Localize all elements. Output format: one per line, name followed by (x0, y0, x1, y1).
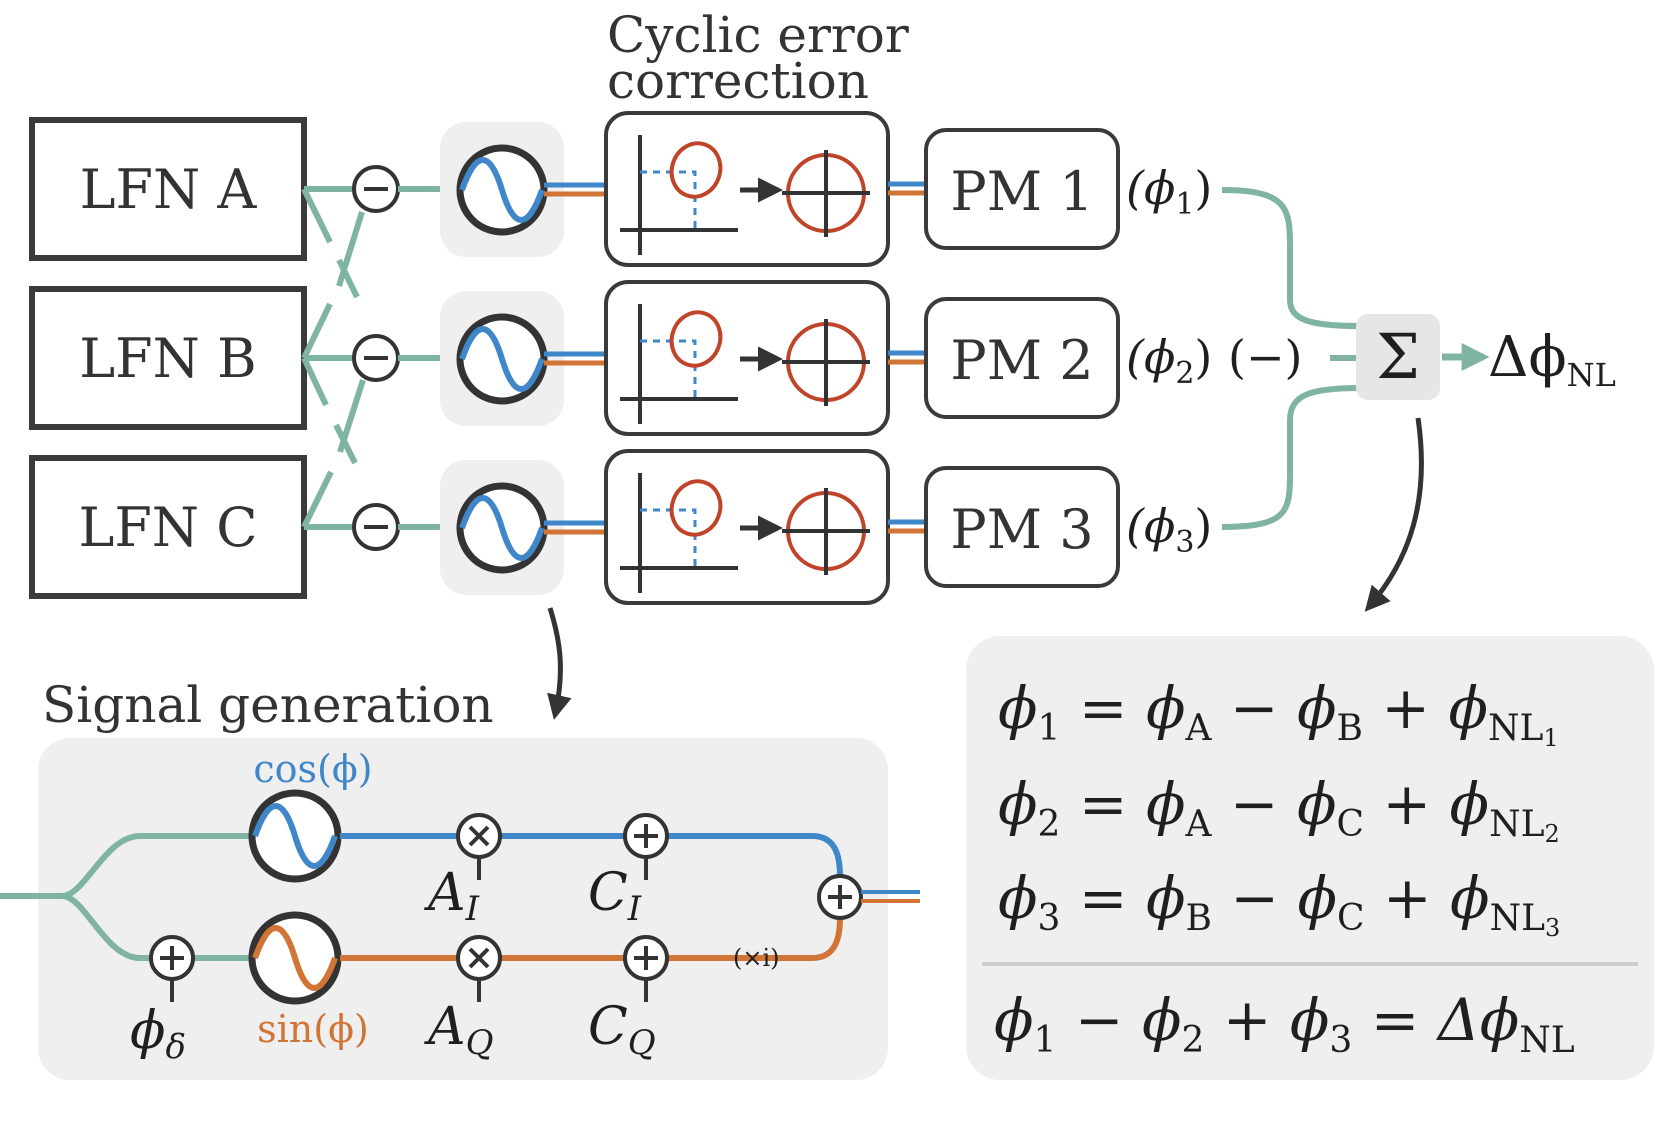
times-i-label: (×i) (733, 944, 780, 972)
oscillator-3 (440, 460, 564, 595)
sum-input-lines (1221, 187, 1361, 530)
lfn-crossing-lines (301, 186, 366, 530)
multiplier-i (456, 813, 502, 880)
output-iq-lines (861, 890, 920, 903)
svg-text:ϕ1 = ϕA − ϕB + ϕNL1: ϕ1 = ϕA − ϕB + ϕNL1 (998, 674, 1559, 752)
summary-equation: ϕ1 − ϕ2 + ϕ3 = ΔϕNL (994, 986, 1575, 1061)
sum-symbol: Σ (1376, 320, 1420, 393)
delta-phi-output: ΔϕNL (1488, 325, 1616, 394)
offset-adder-q (623, 935, 669, 1002)
q-branch-line (340, 917, 843, 961)
minus-node-1 (352, 165, 400, 213)
i-branch-line (340, 833, 843, 877)
svg-text:ϕ3 = ϕB − ϕC + ϕNL3: ϕ3 = ϕB − ϕC + ϕNL3 (998, 864, 1560, 942)
offset-i-label: CI (588, 863, 642, 929)
phi-out-3: (ϕ3) (1126, 499, 1212, 560)
minus-label: (−) (1228, 330, 1302, 384)
oscillator-2 (440, 291, 564, 426)
lfn-box-c: LFN C (29, 455, 307, 599)
minus-node-3 (352, 503, 400, 551)
pm-box-2: PM 2 (924, 297, 1120, 419)
cec-box-1 (604, 111, 890, 267)
arrow-to-signal-generation (547, 607, 572, 720)
cyclic-title-line1: Cyclic error (607, 6, 909, 64)
pm-label-2: PM 2 (950, 329, 1093, 392)
arrow-to-equations (1364, 417, 1424, 612)
multiplier-q (456, 935, 502, 1002)
offset-q-label: CQ (588, 997, 656, 1063)
cos-oscillator (248, 789, 342, 883)
cyclic-title-line2: correction (607, 52, 869, 110)
sin-oscillator (248, 911, 342, 1005)
amplitude-q-label: AQ (424, 997, 493, 1063)
oscillator-1 (440, 122, 564, 257)
phase-offset-adder (149, 935, 195, 1002)
minus-node-2 (352, 334, 400, 382)
svg-text:ϕ1 − ϕ2 + ϕ3 = ΔϕNL: ϕ1 − ϕ2 + ϕ3 = ΔϕNL (994, 986, 1575, 1061)
iq-lines-osc-to-cec (544, 182, 606, 535)
pm-label-3: PM 3 (950, 498, 1093, 561)
lfn-box-a: LFN A (29, 117, 307, 261)
pm-label-1: PM 1 (950, 160, 1093, 223)
phi-out-1: (ϕ1) (1126, 161, 1212, 222)
offset-adder-i (623, 813, 669, 880)
lfn-label-a: LFN A (80, 158, 258, 221)
lfn-box-b: LFN B (29, 286, 307, 430)
phi-delta-label: ϕδ (130, 1001, 186, 1067)
equations-panel (966, 636, 1654, 1080)
cos-label: cos(ϕ) (253, 747, 372, 791)
cec-box-3 (604, 449, 890, 605)
amplitude-i-label: AI (424, 863, 480, 929)
sum-node: Σ (1356, 314, 1440, 400)
svg-text:ϕ2 = ϕA − ϕC + ϕNL2: ϕ2 = ϕA − ϕC + ϕNL2 (998, 770, 1560, 848)
equation-2: ϕ2 = ϕA − ϕC + ϕNL2 (998, 770, 1560, 848)
svg-text:(ϕ3): (ϕ3) (1126, 499, 1212, 560)
svg-text:(ϕ1): (ϕ1) (1126, 161, 1212, 222)
svg-text:(ϕ2): (ϕ2) (1126, 330, 1212, 391)
iq-lines-cec-to-pm (888, 181, 926, 534)
lfn-label-b: LFN B (79, 327, 256, 390)
phi-out-2: (ϕ2) (1126, 330, 1212, 391)
cec-box-2 (604, 280, 890, 436)
pm-box-1: PM 1 (924, 128, 1120, 250)
equation-1: ϕ1 = ϕA − ϕB + ϕNL1 (998, 674, 1559, 752)
lfn-label-c: LFN C (78, 496, 257, 559)
equation-3: ϕ3 = ϕB − ϕC + ϕNL3 (998, 864, 1560, 942)
signal-split-lines (0, 833, 250, 961)
pm-box-3: PM 3 (924, 466, 1120, 588)
signal-generation-title: Signal generation (42, 676, 494, 734)
output-adder (817, 874, 863, 920)
sin-label: sin(ϕ) (257, 1007, 369, 1051)
